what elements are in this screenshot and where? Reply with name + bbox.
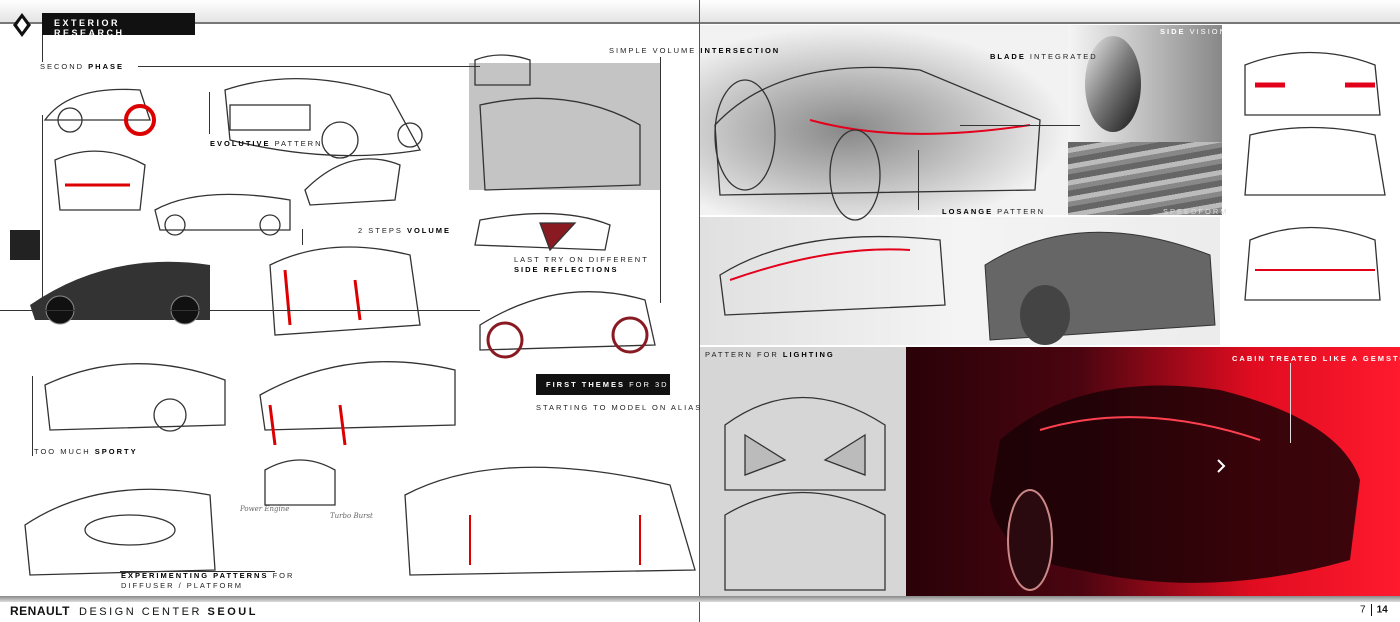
car-sketch (269, 246, 421, 336)
car-sketch (44, 363, 226, 432)
car-sketch (43, 88, 156, 136)
connector-line (120, 571, 275, 572)
lighting-pattern-label: Pattern for Lighting (705, 350, 835, 359)
footer-brand: RENAULT Design Center Seoul (10, 604, 258, 618)
car-sketch (264, 459, 336, 506)
side-vision-label: Side vision (1160, 27, 1228, 36)
page-spine (699, 0, 700, 622)
starting-alias-label: Starting to model on Alias (536, 403, 703, 412)
handwritten-note: Power Engine (240, 505, 290, 513)
evolutive-pattern-label: Evolutive pattern (210, 139, 323, 148)
main-render-panel (700, 25, 1068, 215)
renault-diamond-icon (13, 13, 31, 37)
connector-line (660, 57, 661, 303)
car-sketch (1244, 226, 1381, 301)
speedform-panel (1068, 142, 1222, 215)
first-themes-label: First themes for 3D (536, 374, 670, 395)
car-sketch (404, 466, 696, 576)
car-sketch (24, 488, 216, 576)
volume-render-panel (469, 63, 661, 190)
car-sketch (474, 54, 641, 191)
car-sketch (724, 396, 886, 491)
lighting-panel (700, 347, 906, 597)
car-sketch (719, 235, 946, 316)
connector-line (42, 115, 43, 310)
too-much-sporty-label: Too much sporty (34, 447, 138, 456)
top-band (0, 0, 1400, 24)
section-title: Exterior Research (42, 13, 195, 38)
experimenting-patterns-label: Experimenting patterns forDiffuser / Pla… (121, 571, 295, 590)
car-sketch (304, 158, 401, 206)
car-sketch (474, 212, 611, 252)
blade-disc-image (1085, 36, 1141, 132)
car-sketch (724, 491, 886, 591)
two-steps-volume-label: 2 steps volume (358, 226, 452, 235)
bottom-band (0, 596, 1400, 602)
connector-line (138, 66, 480, 67)
connector-line (42, 35, 43, 62)
cabin-gemstone-label: Cabin treated like a gemstone (1232, 354, 1400, 363)
blade-integrated-label: Blade integrated (990, 52, 1098, 61)
car-sketch (714, 66, 1041, 221)
car-sketch (1244, 51, 1381, 116)
car-sketch (154, 193, 291, 236)
losange-pattern-label: Losange pattern (942, 207, 1046, 216)
car-sketch (54, 150, 146, 211)
car-sketch (984, 231, 1216, 345)
connector-line (32, 376, 33, 456)
handwritten-note: Turbo Burst (330, 512, 373, 520)
connector-line (209, 92, 210, 134)
connector-line (0, 310, 480, 311)
car-sketches-layer (10, 51, 1386, 591)
connector-line (960, 125, 1080, 126)
connector-line (302, 229, 303, 245)
speedform-label: Speedform (1163, 207, 1229, 216)
car-sketch (224, 78, 423, 159)
second-phase-label: Second Phase (40, 62, 125, 71)
connector-line (1290, 363, 1291, 443)
renault-logo-icon (1217, 459, 1226, 473)
simple-volume-label: Simple volume Intersection (609, 46, 781, 55)
side-reflections-label: Last try on differentSide reflections (514, 255, 649, 274)
car-sketch (479, 291, 656, 359)
car-sketch (1244, 126, 1386, 196)
gemstone-car-render (990, 385, 1360, 591)
connector-line (918, 150, 919, 210)
car-sketch (259, 361, 456, 446)
